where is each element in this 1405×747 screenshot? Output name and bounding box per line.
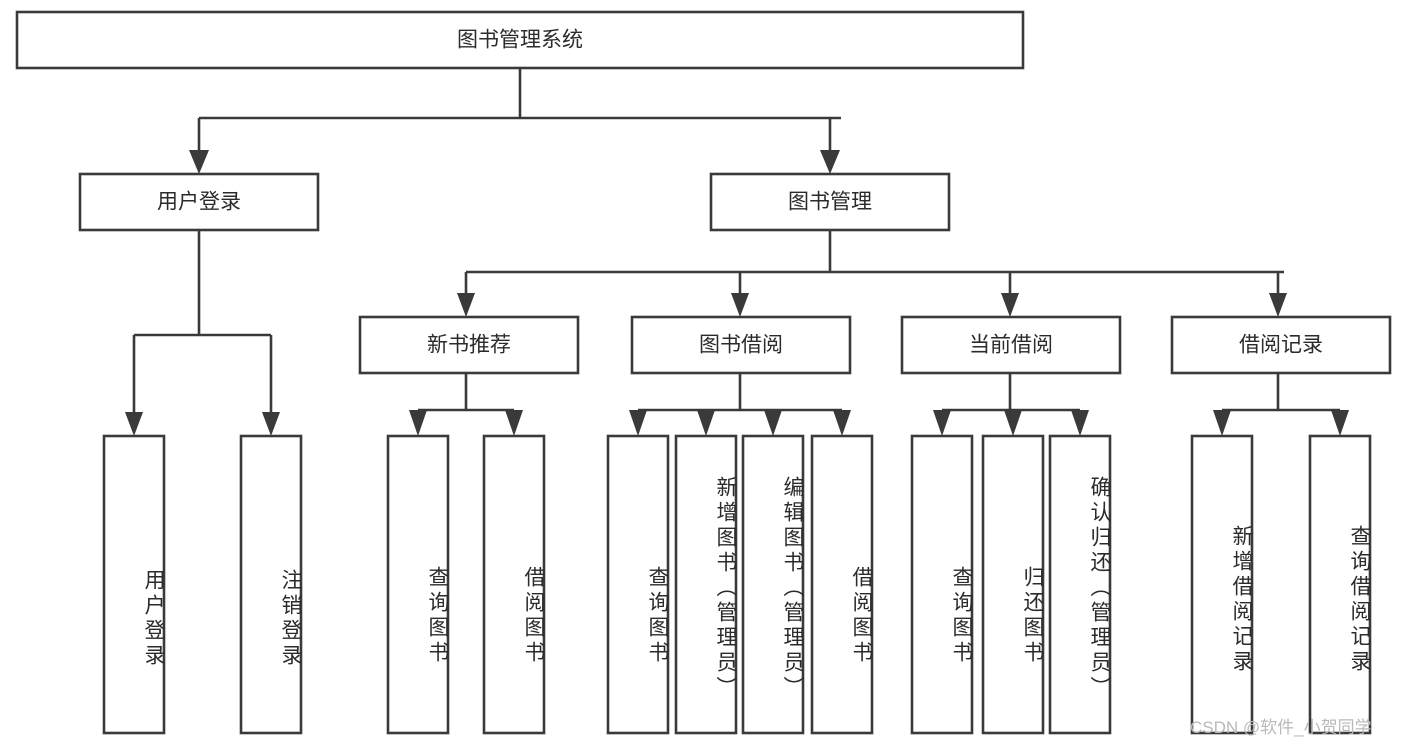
leaf-box-cb-confirm-return[interactable] [1048, 434, 1112, 735]
node-book-management[interactable]: 图书管理 [709, 172, 951, 232]
connector-group-new-book-rec-to-leaves [409, 373, 523, 436]
leaf-box-br-query-record[interactable] [1308, 434, 1372, 735]
node-new-book-recommend[interactable]: 新书推荐 [358, 315, 580, 375]
connector-group-book-borrow-to-leaves [629, 373, 851, 436]
connector-group-user-login-to-leaves [125, 230, 280, 436]
connector-group-book-mgmt-to-level3 [457, 230, 1287, 317]
connector-group-borrow-record-to-leaves [1213, 373, 1349, 436]
leaf-box-bb-borrow-book[interactable] [810, 434, 874, 735]
node-root-box[interactable] [15, 10, 1025, 70]
connector-group-current-borrow-to-leaves [933, 373, 1089, 436]
leaf-box-nbr-borrow-book[interactable] [482, 434, 546, 735]
arrow-head-book-borrow [731, 293, 749, 317]
arrow-head-br-add-record [1213, 410, 1231, 436]
leaf-box-br-add-record[interactable] [1190, 434, 1254, 735]
node-user-login-box[interactable] [78, 172, 320, 232]
node-book-borrow-label: 图书借阅 [699, 334, 783, 357]
arrow-head-current-borrow [1001, 293, 1019, 317]
node-borrow-record[interactable]: 借阅记录 [1170, 315, 1392, 375]
leaf-box-bb-add-book[interactable] [674, 434, 738, 735]
node-new-book-recommend-label: 新书推荐 [427, 334, 511, 357]
arrow-head-book-mgmt [820, 150, 840, 174]
leaf-box-user-login[interactable] [102, 434, 166, 735]
arrow-head-bb-add-book [697, 410, 715, 436]
node-new-book-recommend-box[interactable] [358, 315, 580, 375]
arrow-head-br-query-record [1331, 410, 1349, 436]
arrow-head-leaf-logout [262, 412, 280, 436]
node-current-borrow-box[interactable] [900, 315, 1122, 375]
arrow-head-nbr-borrow-book [505, 410, 523, 436]
arrow-head-cb-return-book [1004, 410, 1022, 436]
csdn-watermark: CSDN @软件_小贺同学 [1190, 718, 1372, 737]
leaf-box-bb-edit-book[interactable] [741, 434, 805, 735]
arrow-head-new-book-rec [457, 293, 475, 317]
arrow-head-user-login [189, 150, 209, 174]
node-root-label: 图书管理系统 [457, 29, 583, 52]
node-user-login[interactable]: 用户登录 [78, 172, 320, 232]
connector-group-root-to-level2 [189, 68, 841, 174]
leaf-box-group [102, 434, 1372, 735]
node-book-borrow[interactable]: 图书借阅 [630, 315, 852, 375]
arrow-head-cb-confirm-return [1071, 410, 1089, 436]
arrow-head-bb-edit-book [764, 410, 782, 436]
node-book-borrow-box[interactable] [630, 315, 852, 375]
node-borrow-record-box[interactable] [1170, 315, 1392, 375]
node-current-borrow-label: 当前借阅 [969, 334, 1053, 357]
node-current-borrow[interactable]: 当前借阅 [900, 315, 1122, 375]
arrow-head-cb-query-book [933, 410, 951, 436]
leaf-box-cb-query-book[interactable] [910, 434, 974, 735]
arrow-head-bb-query-book [629, 410, 647, 436]
leaf-box-bb-query-book[interactable] [606, 434, 670, 735]
leaf-box-cb-return-book[interactable] [981, 434, 1045, 735]
arrow-head-nbr-query-book [409, 410, 427, 436]
node-root[interactable]: 图书管理系统 [15, 10, 1025, 70]
leaf-box-nbr-query-book[interactable] [386, 434, 450, 735]
leaf-box-logout[interactable] [239, 434, 303, 735]
node-borrow-record-label: 借阅记录 [1239, 334, 1323, 357]
node-book-management-box[interactable] [709, 172, 951, 232]
node-user-login-label: 用户登录 [157, 191, 241, 214]
arrow-head-bb-borrow-book [833, 410, 851, 436]
arrow-head-borrow-record [1269, 293, 1287, 317]
node-book-management-label: 图书管理 [788, 191, 872, 214]
arrow-head-leaf-user-login [125, 412, 143, 436]
